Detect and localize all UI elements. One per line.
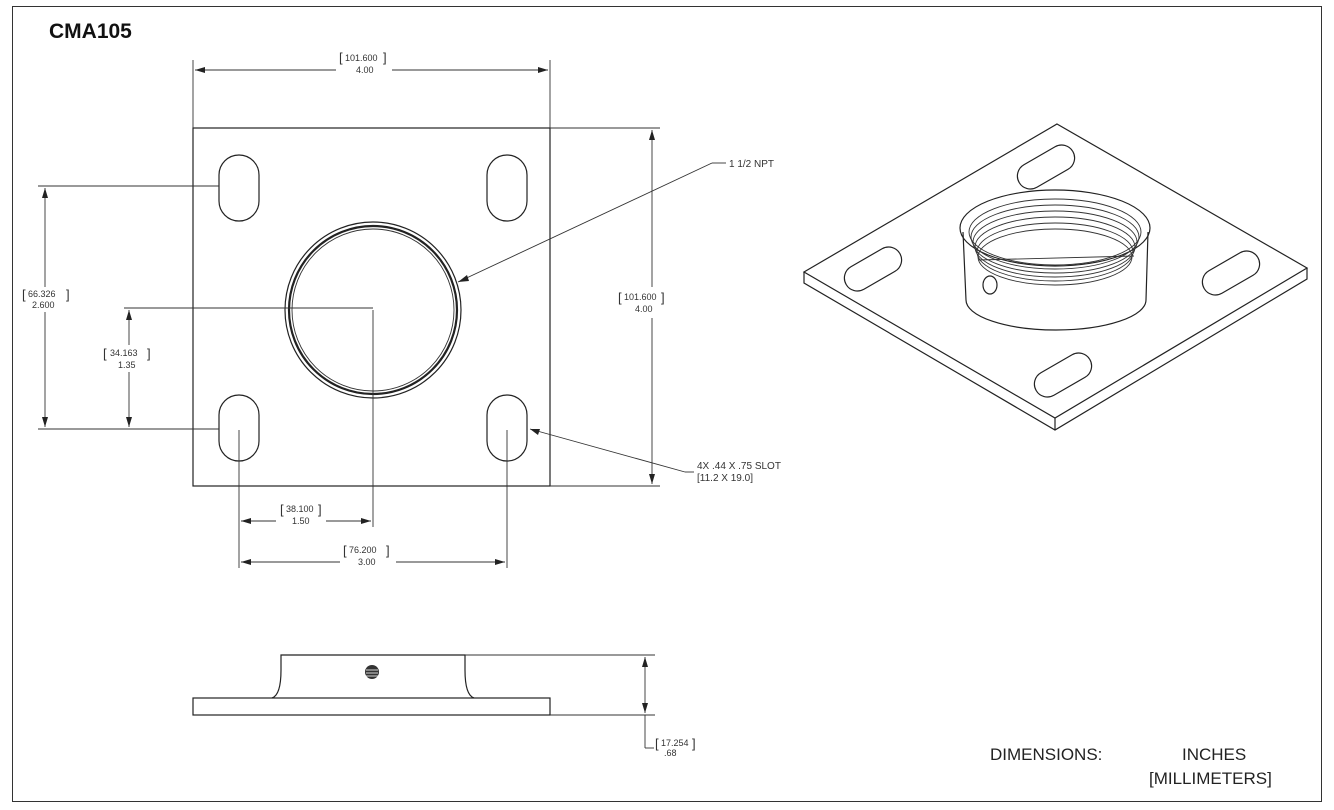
side-plate: [192, 697, 551, 716]
svg-text:]: ]: [661, 290, 665, 305]
dim-bottom-long: [ 76.200 ] 3.00: [241, 430, 508, 568]
iso-set-screw-icon: [982, 275, 998, 295]
side-view: [192, 654, 551, 716]
dim-left-outer-in: 2.600: [32, 300, 55, 310]
svg-text:[: [: [655, 736, 659, 751]
dim-right-height-mm: 101.600: [624, 292, 657, 302]
units-secondary: [MILLIMETERS]: [1149, 769, 1272, 788]
svg-text:]: ]: [318, 502, 322, 517]
dim-top-width-mm: 101.600: [345, 53, 378, 63]
dim-top-width: [ 101.600 ] 4.00: [192, 50, 551, 128]
dim-side-height-in: .68: [664, 748, 677, 758]
svg-text:[: [: [618, 290, 622, 305]
dim-left-inner-mm: 34.163: [110, 348, 138, 358]
units-label: DIMENSIONS:: [990, 745, 1103, 764]
dim-left-outer: [ 66.326 ] 2.600: [22, 185, 219, 430]
dim-top-width-in: 4.00: [356, 65, 374, 75]
slot-note-line1: 4X .44 X .75 SLOT: [697, 461, 781, 472]
drawing-title: CMA105: [49, 20, 132, 43]
iso-collar-body: [962, 231, 1149, 331]
svg-text:]: ]: [66, 287, 70, 302]
dim-left-inner: [ 34.163 ] 1.35: [103, 307, 373, 430]
thread-leader: 1 1/2 NPT: [457, 159, 774, 283]
svg-text:[: [: [280, 502, 284, 517]
iso-slot-left: [843, 246, 903, 292]
dim-bottom-short: [ 38.100 ] 1.50: [238, 310, 374, 568]
set-screw-icon: [365, 665, 379, 679]
dim-bottom-long-in: 3.00: [358, 557, 376, 567]
drawing-frame: [12, 6, 1322, 802]
dim-side-height: [ 17.254 ] .68: [465, 654, 696, 758]
dim-bottom-short-in: 1.50: [292, 516, 310, 526]
dim-right-height: [ 101.600 ] 4.00: [550, 127, 665, 487]
dim-left-outer-mm: 66.326: [28, 289, 56, 299]
iso-slot-bottom: [1033, 352, 1093, 398]
dim-side-height-mm: 17.254: [661, 738, 689, 748]
plate-outline: [192, 127, 551, 487]
slot-note-line2: [11.2 X 19.0]: [697, 473, 753, 484]
iso-plate-edge: [803, 268, 1308, 431]
svg-text:[: [: [339, 50, 343, 65]
dim-right-height-in: 4.00: [635, 304, 653, 314]
dim-left-inner-in: 1.35: [118, 360, 136, 370]
isometric-view: [802, 123, 1309, 431]
svg-text:]: ]: [147, 346, 151, 361]
svg-text:[: [: [103, 346, 107, 361]
svg-text:]: ]: [386, 543, 390, 558]
thread-note: 1 1/2 NPT: [729, 159, 774, 170]
svg-text:]: ]: [692, 736, 696, 751]
svg-text:[: [: [343, 543, 347, 558]
top-view: [192, 127, 551, 487]
side-collar: [271, 654, 475, 699]
iso-slot-top: [1016, 144, 1076, 190]
slot-leader: 4X .44 X .75 SLOT [11.2 X 19.0]: [529, 428, 781, 484]
iso-slot-right: [1201, 250, 1261, 296]
svg-text:[: [: [22, 287, 26, 302]
units-primary: INCHES: [1182, 745, 1247, 764]
iso-plate-top: [802, 123, 1309, 419]
slot-top-right: [486, 154, 528, 222]
slot-top-left: [218, 154, 260, 222]
dim-bottom-short-mm: 38.100: [286, 504, 314, 514]
svg-text:]: ]: [383, 50, 387, 65]
dim-bottom-long-mm: 76.200: [349, 545, 377, 555]
iso-collar-rim: [959, 189, 1151, 267]
